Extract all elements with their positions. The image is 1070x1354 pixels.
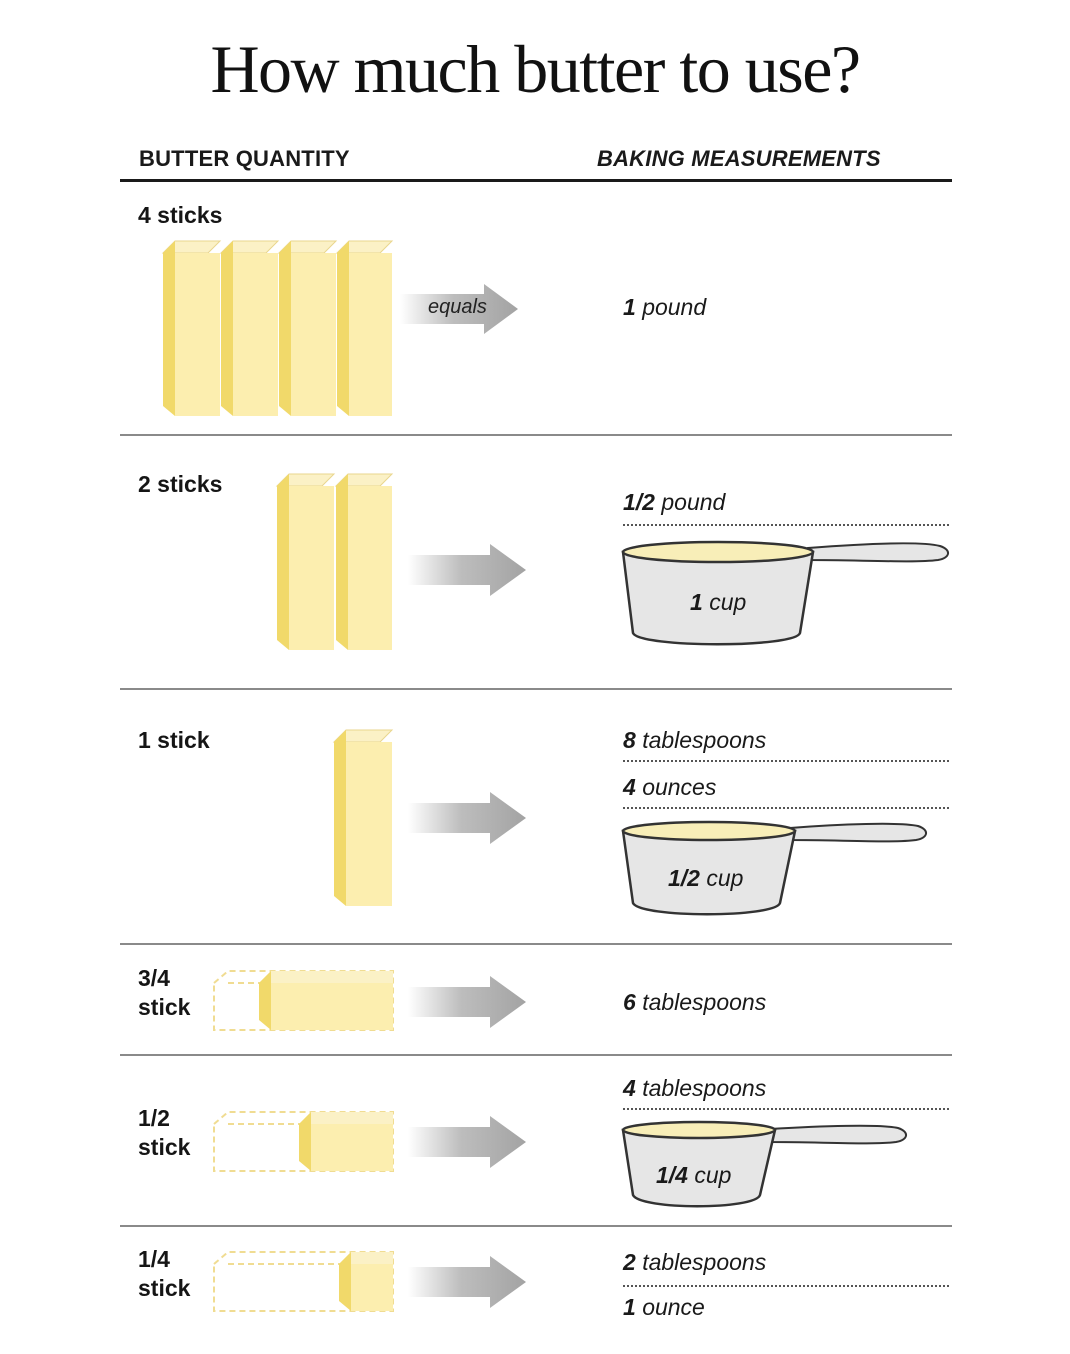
measurement: 6 tablespoons (623, 989, 766, 1016)
butter-stick (335, 240, 394, 416)
header-rule (120, 179, 952, 182)
dotted-separator (623, 1285, 949, 1287)
quantity-label: 1/4 stick (138, 1245, 190, 1303)
quantity-label: 1 stick (138, 726, 210, 755)
measurement-unit: tablespoons (642, 1249, 767, 1275)
equals-label: equals (428, 296, 487, 318)
dotted-separator (623, 524, 949, 526)
arrow-icon (400, 284, 518, 334)
dotted-separator (623, 807, 949, 809)
measurement-number: 4 (623, 774, 636, 800)
measuring-cup-icon (621, 540, 949, 646)
cup-number: 1 (690, 589, 703, 615)
measurement: 4 ounces (623, 774, 716, 801)
measuring-cup-icon (621, 820, 927, 916)
quantity-unit-text: stick (138, 1134, 191, 1160)
measurement: 1/2 pound (623, 489, 725, 516)
cup-number: 1/2 (668, 865, 700, 891)
arrow-icon (408, 976, 526, 1028)
measurement-unit: ounces (642, 774, 717, 800)
row-divider (120, 688, 952, 690)
quantity-text: 3/4 (138, 965, 170, 991)
quantity-unit-text: stick (138, 994, 191, 1020)
partial-butter-stick (213, 970, 394, 1031)
measurement-unit: tablespoons (642, 1075, 767, 1101)
measurement-number: 1/2 (623, 489, 655, 515)
measurement-unit: tablespoons (642, 989, 767, 1015)
page-title: How much butter to use? (210, 31, 861, 107)
measurement-number: 4 (623, 1075, 636, 1101)
quantity-text: 4 sticks (138, 202, 223, 228)
measurement-unit: pound (661, 489, 726, 515)
butter-stick (219, 240, 280, 416)
measurement-number: 1 (623, 1294, 636, 1320)
row-divider (120, 434, 952, 436)
butter-stick (275, 473, 336, 650)
cup-unit: cup (706, 865, 744, 891)
measurement: 4 tablespoons (623, 1075, 766, 1102)
measurement-number: 2 (623, 1249, 636, 1275)
measurement-number: 6 (623, 989, 636, 1015)
measurement: 8 tablespoons (623, 727, 766, 754)
measurement-unit: pound (642, 294, 707, 320)
quantity-text: 1 stick (138, 727, 210, 753)
quantity-label: 4 sticks (138, 201, 222, 230)
cup-label: 1 cup (690, 589, 746, 616)
measurement: 1 ounce (623, 1294, 705, 1321)
partial-butter-stick (213, 1111, 394, 1172)
row-divider (120, 943, 952, 945)
butter-stick (334, 473, 394, 650)
dotted-separator (623, 1108, 949, 1110)
butter-stick (277, 240, 338, 416)
arrow-icon (408, 1116, 526, 1168)
quantity-label: 3/4 stick (138, 964, 190, 1022)
baking-measurements-header: BAKING MEASUREMENTS (597, 146, 881, 171)
row-divider (120, 1054, 952, 1056)
dotted-separator (623, 760, 949, 762)
measurement-number: 8 (623, 727, 636, 753)
cup-unit: cup (694, 1162, 732, 1188)
measurement: 1 pound (623, 294, 706, 321)
arrow-icon (408, 1256, 526, 1308)
cup-unit: cup (709, 589, 747, 615)
partial-butter-stick (213, 1251, 394, 1312)
quantity-unit-text: stick (138, 1275, 191, 1301)
arrow-icon (408, 544, 526, 596)
quantity-text: 1/2 (138, 1105, 170, 1131)
measurement: 2 tablespoons (623, 1249, 766, 1276)
quantity-label: 1/2 stick (138, 1104, 190, 1162)
measurement-unit: tablespoons (642, 727, 767, 753)
measuring-cup-icon (621, 1120, 907, 1208)
butter-quantity-header: BUTTER QUANTITY (139, 146, 350, 171)
butter-stick (332, 729, 394, 906)
cup-number: 1/4 (656, 1162, 688, 1188)
quantity-label: 2 sticks (138, 470, 222, 499)
measurement-number: 1 (623, 294, 636, 320)
row-divider (120, 1225, 952, 1227)
measurement-unit: ounce (642, 1294, 705, 1320)
quantity-text: 1/4 (138, 1246, 170, 1272)
cup-label: 1/4 cup (656, 1162, 731, 1189)
butter-stick (161, 240, 222, 416)
arrow-icon (408, 792, 526, 844)
cup-label: 1/2 cup (668, 865, 743, 892)
quantity-text: 2 sticks (138, 471, 223, 497)
